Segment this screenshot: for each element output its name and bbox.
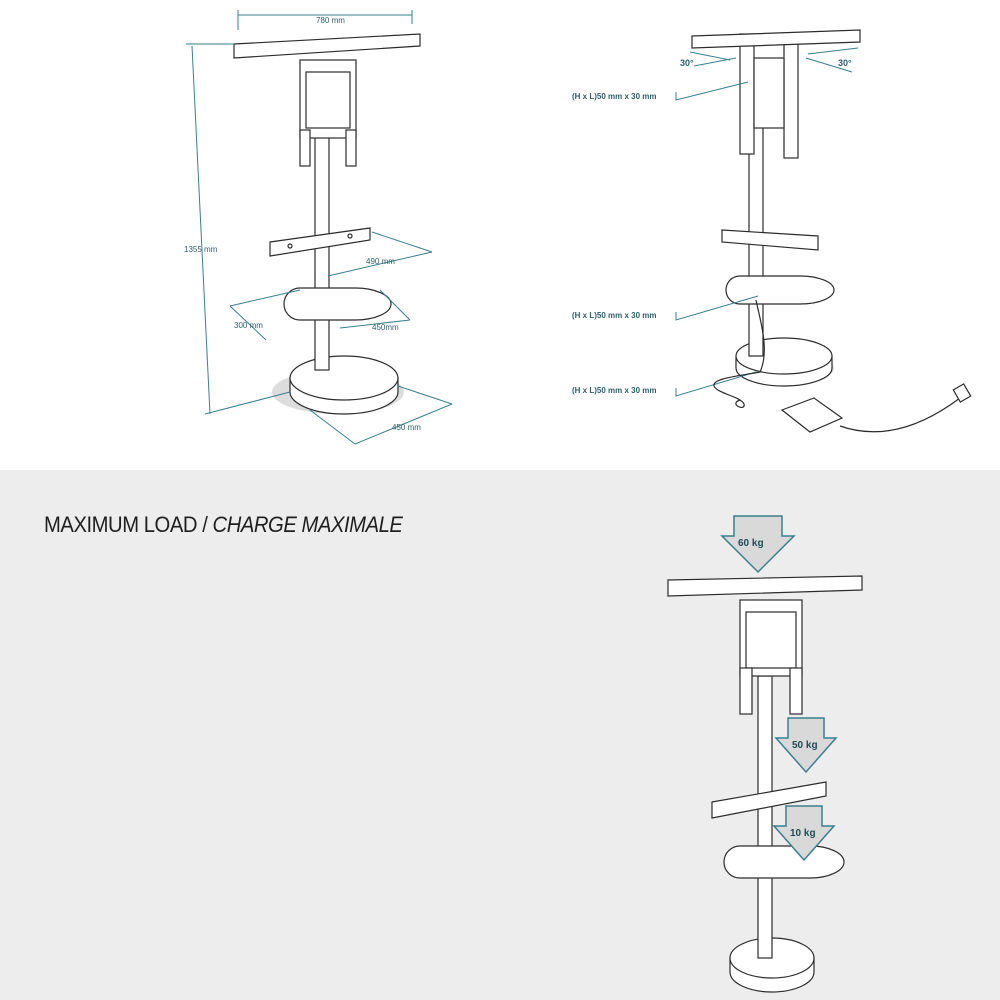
power-plug bbox=[952, 383, 972, 403]
dimensions-panel bbox=[0, 0, 1000, 470]
dim-bracket-width: 490 mm bbox=[366, 257, 395, 266]
stand-dimension-drawing: 780 mm 1355 mm 490 mm 300 mm 450mm 450 m… bbox=[184, 10, 453, 445]
cable-spec-middle: (H x L)50 mm x 30 mm bbox=[572, 311, 656, 320]
dim-height: 1355 mm bbox=[184, 245, 218, 254]
tilt-left-angle: 30° bbox=[680, 58, 694, 68]
max-load-panel bbox=[0, 470, 1000, 1000]
tilt-right-angle: 30° bbox=[838, 58, 852, 68]
load-arrow-display bbox=[720, 515, 796, 574]
av-bracket bbox=[269, 227, 371, 257]
cable-spec-bottom: (H x L)50 mm x 30 mm bbox=[572, 386, 656, 395]
title-separator: / bbox=[197, 512, 213, 537]
stand-load-drawing: 60 kg 50 kg 10 kg bbox=[667, 515, 863, 993]
glass-shelf bbox=[283, 287, 392, 321]
stand-cable-drawing: 30° 30° (H x L)50 mm x 30 mm (H x L)50 m… bbox=[572, 29, 972, 433]
max-load-title: MAXIMUM LOAD / CHARGE MAXIMALE bbox=[44, 512, 403, 538]
stand-pole bbox=[757, 675, 773, 959]
power-cord bbox=[839, 397, 961, 433]
base-plate bbox=[289, 355, 399, 401]
load-arrow-shelf bbox=[772, 805, 836, 862]
glass-shelf bbox=[725, 275, 835, 305]
power-cable bbox=[713, 299, 765, 408]
top-crossbar bbox=[691, 29, 861, 49]
top-crossbar bbox=[667, 575, 863, 597]
load-display: 60 kg bbox=[738, 538, 764, 549]
top-crossbar bbox=[233, 33, 421, 59]
load-bracket: 50 kg bbox=[792, 740, 818, 751]
dim-shelf-width: 450mm bbox=[372, 323, 399, 332]
cable-spec-top: (H x L)50 mm x 30 mm bbox=[572, 92, 656, 101]
dim-shelf-depth: 300 mm bbox=[234, 321, 263, 330]
title-main: MAXIMUM LOAD bbox=[44, 512, 198, 537]
power-strip bbox=[780, 397, 844, 433]
dim-width: 780 mm bbox=[316, 16, 345, 25]
load-shelf: 10 kg bbox=[790, 828, 816, 839]
av-bracket bbox=[711, 781, 827, 819]
stand-pole bbox=[314, 129, 330, 371]
glass-shelf bbox=[723, 845, 845, 879]
load-arrow-bracket bbox=[774, 717, 838, 774]
title-italic: CHARGE MAXIMALE bbox=[212, 512, 403, 537]
av-bracket bbox=[721, 229, 819, 251]
dim-base-width: 450 mm bbox=[392, 423, 421, 432]
